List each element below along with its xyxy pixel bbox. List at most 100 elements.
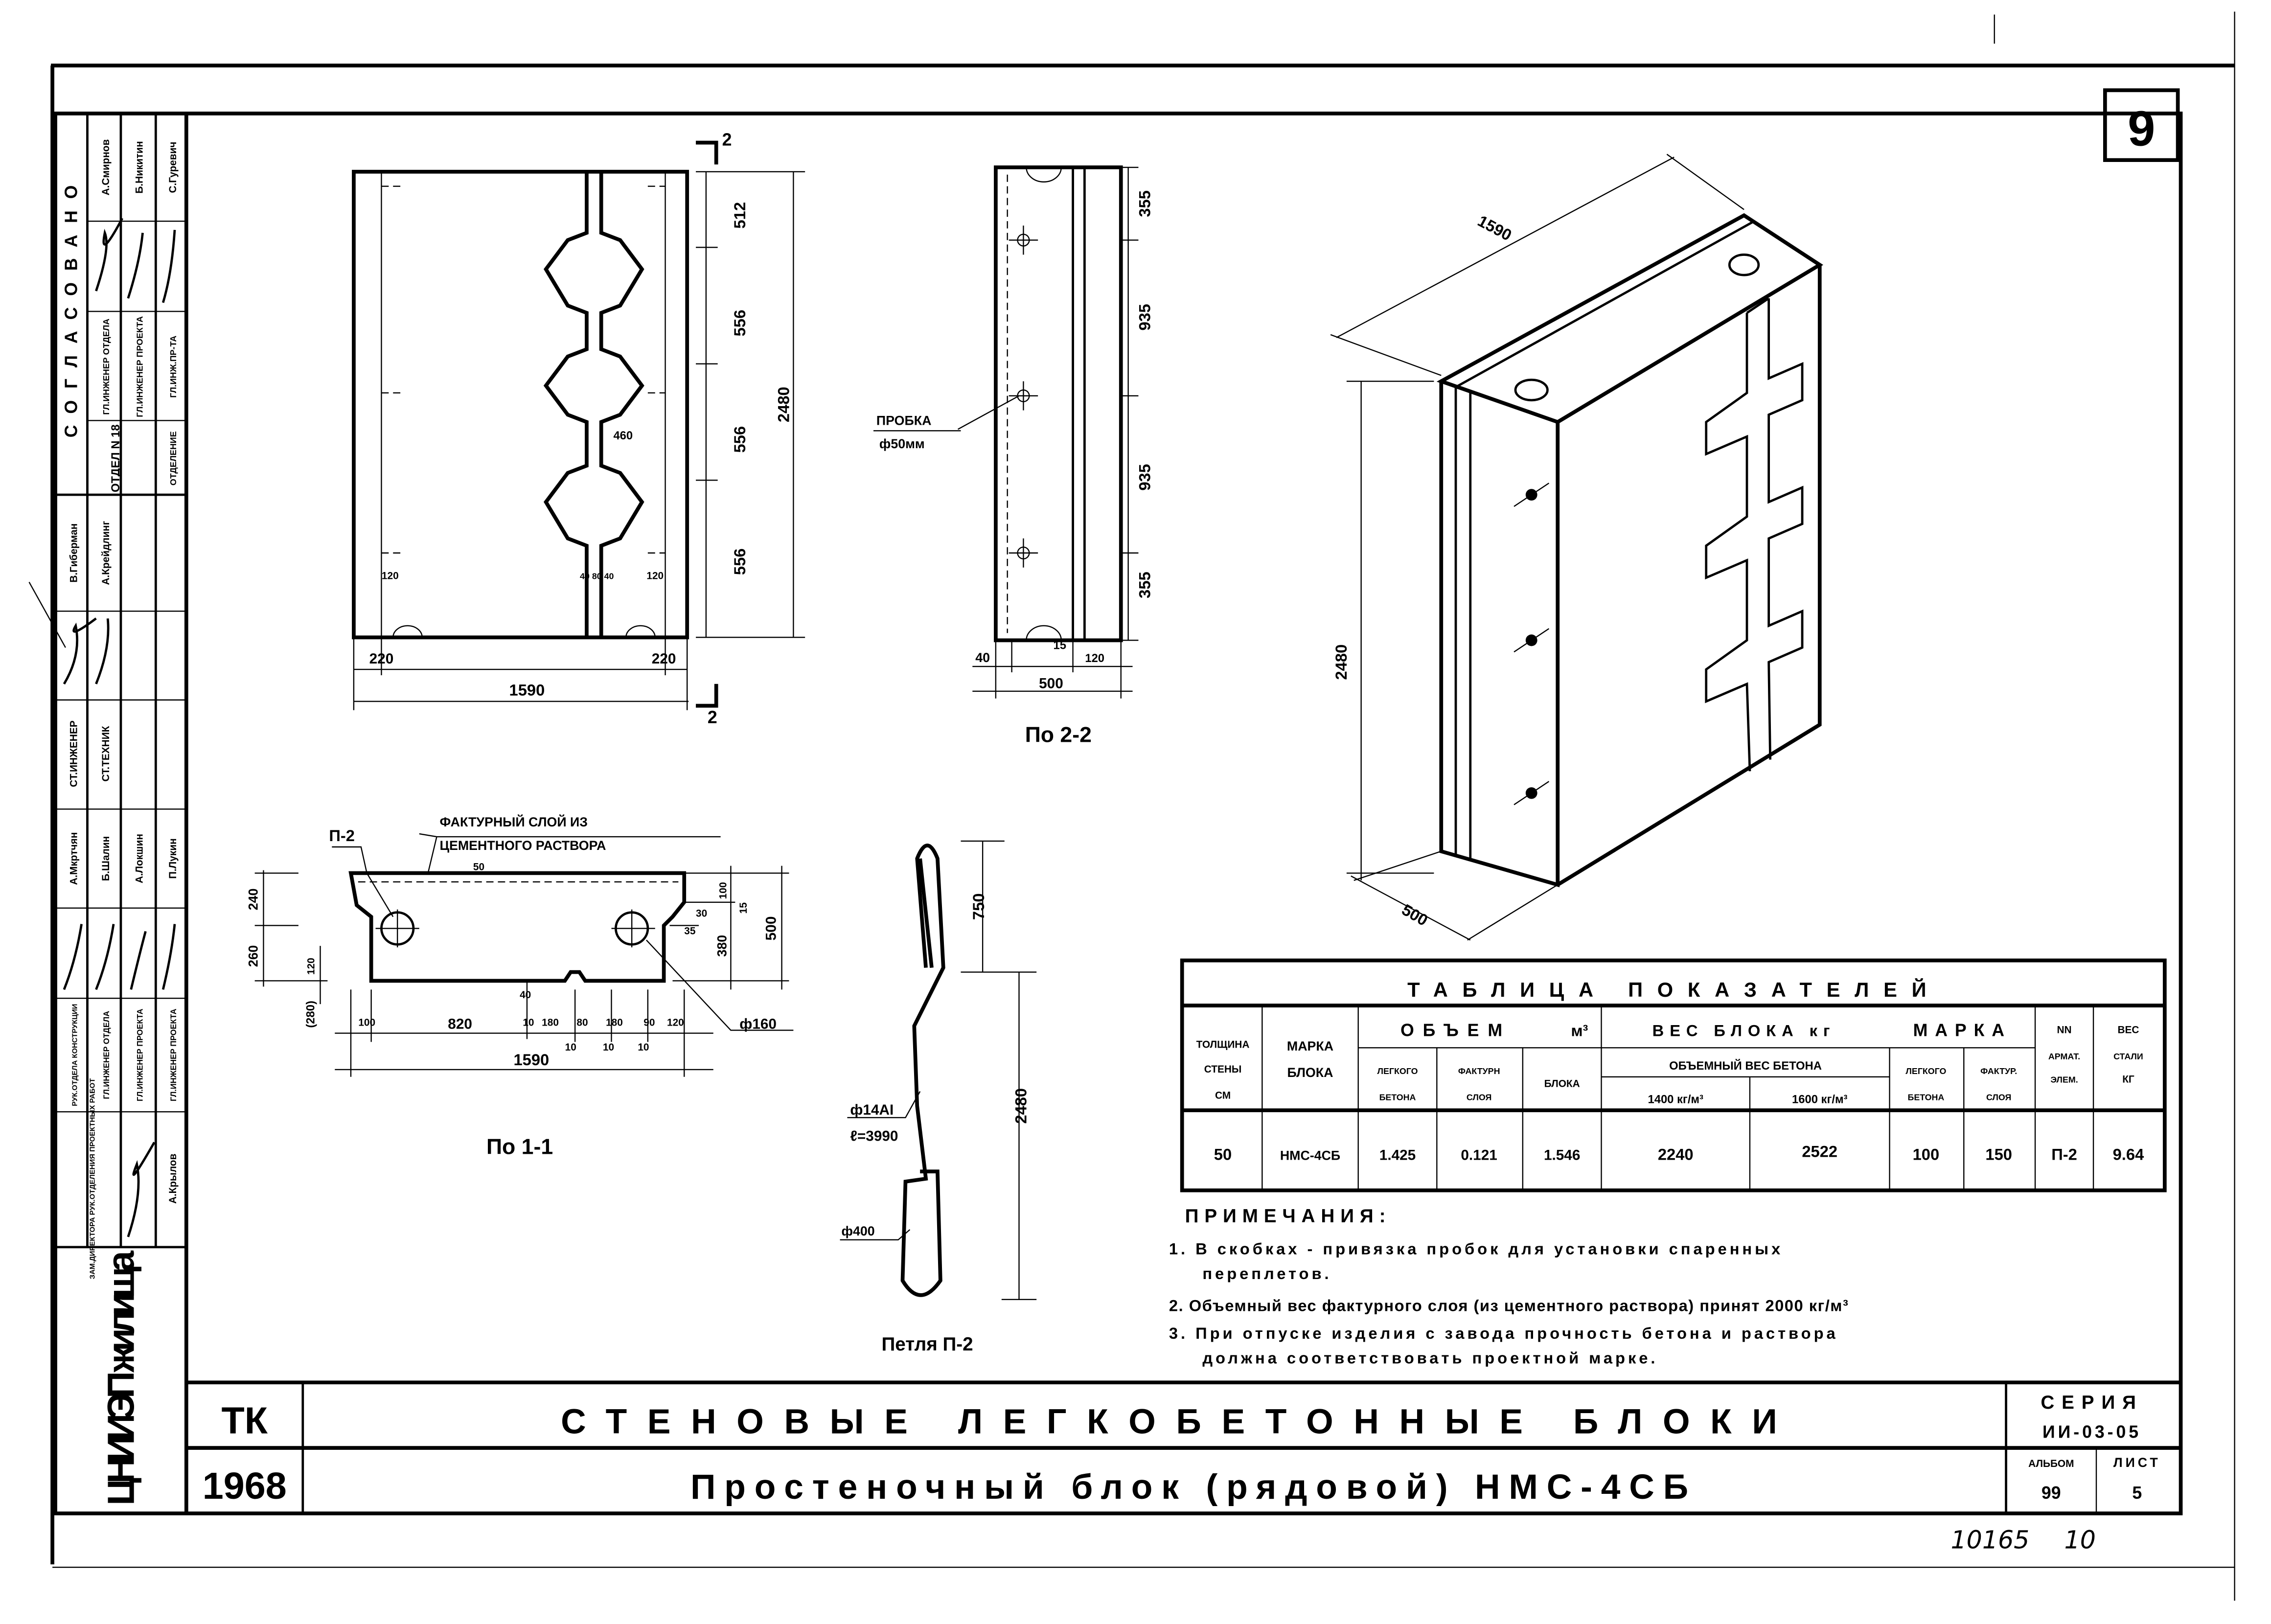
approved-heading: СОГЛАСОВАНО [62, 174, 81, 438]
sheet-number: 9 [2128, 101, 2155, 156]
bar-label: ф14AI [850, 1102, 894, 1118]
dim-label: 120 [667, 1017, 684, 1029]
note-item: 1. В скобках - привязка пробок для устан… [1169, 1240, 1783, 1258]
checker-title: ГЛ.ИНЖЕНЕР ПРОЕКТА [136, 1008, 145, 1101]
dim-label: 240 [246, 889, 261, 911]
author-name: А.Крейдлинг [100, 521, 112, 585]
dim-label: 180 [542, 1017, 559, 1029]
dim-label: 120 [1085, 652, 1104, 665]
layer-note: ЦЕМЕНТНОГО РАСТВОРА [439, 838, 606, 853]
col-header: БЛОКА [1287, 1065, 1333, 1080]
department-2: ОТДЕЛЕНИЕ [168, 431, 178, 485]
director-name: А.Крылов [167, 1154, 179, 1204]
col-header: ВЕС [2117, 1025, 2139, 1036]
approval-title: ГЛ.ИНЖ.ПР-ТА [168, 336, 178, 398]
col-header: ОБЪЕМ [1400, 1021, 1511, 1040]
author-title: СТ.ИНЖЕНЕР [69, 720, 80, 787]
department: ОТДЕЛ N 18 [109, 424, 122, 492]
col-header: МАРКА [1913, 1021, 2012, 1040]
note-item: должна соответствовать проектной марке. [1202, 1349, 1658, 1367]
album-value: 99 [2042, 1483, 2061, 1503]
series-label: СЕРИЯ [2041, 1392, 2143, 1413]
note-item: 3. При отпуске изделия с завода прочност… [1169, 1324, 1838, 1342]
approval-title: ГЛ.ИНЖЕНЕР ОТДЕЛА [101, 319, 111, 415]
doc-subtitle: Простеночный блок (рядовой) НМС-4СБ [690, 1467, 1697, 1507]
dim-label: 10 [638, 1042, 649, 1053]
dim-label: 935 [1135, 304, 1153, 331]
col-header: ЛЕГКОГО [1377, 1066, 1418, 1076]
dim-label: 820 [448, 1016, 472, 1032]
loop-p2: 750 2480 ф14AI ℓ=3990 ф400 Петля П-2 [840, 840, 1037, 1355]
col-header: СЛОЯ [1467, 1092, 1491, 1102]
institute-logo: ЦНИИЭП жилища [100, 1250, 142, 1505]
table-cell: П-2 [2051, 1145, 2077, 1163]
table-cell: 0.121 [1461, 1147, 1497, 1163]
col-header: СТАЛИ [2113, 1052, 2143, 1061]
dim-label: 260 [246, 945, 261, 967]
approval-name: А.Смирнов [100, 139, 112, 196]
checker-title: РУК.ОТДЕЛА КОНСТРУКЦИИ [71, 1004, 79, 1106]
dim-label: 2480 [1332, 644, 1350, 680]
archive-number: 10165 [1951, 1525, 2030, 1554]
director-title: ЗАМ.ДИРЕКТОРА РУК.ОТДЕЛЕНИЯ ПРОЕКТНЫХ РА… [89, 1078, 96, 1280]
note-item: переплетов. [1202, 1264, 1331, 1282]
dim-label: 10 [565, 1042, 576, 1053]
dim-label: 512 [731, 202, 749, 229]
signature-stroke [28, 582, 66, 648]
col-header: АРМАТ. [2048, 1052, 2080, 1061]
col-header: 1600 кг/м³ [1792, 1093, 1848, 1106]
checker-name: П.Лукин [167, 838, 179, 879]
author-title: СТ.ТЕХНИК [100, 726, 112, 781]
table-title: ТАБЛИЦА ПОКАЗАТЕЛЕЙ [1407, 978, 1941, 1001]
dim-label: 1590 [509, 681, 545, 699]
approval-title: ГЛ.ИНЖЕНЕР ПРОЕКТА [135, 316, 145, 417]
dim-label: 40 80 40 [580, 572, 614, 581]
dim-label: 380 [715, 935, 730, 957]
col-header: 1400 кг/м³ [1648, 1093, 1703, 1106]
title-block: ТК 1968 СТЕНОВЫЕ ЛЕГКОБЕТОННЫЕ БЛОКИ Про… [186, 1380, 2179, 1513]
sheet-number-box: 9 [2103, 88, 2180, 162]
plug-label: ПРОБКА [876, 413, 931, 428]
sheet-frame [50, 11, 2235, 1601]
table-row: 50 НМС-4СБ 1.425 0.121 1.546 2240 2522 1… [1214, 1142, 2144, 1163]
col-header: ОБЪЕМНЫЙ ВЕС БЕТОНА [1669, 1059, 1822, 1073]
checker-title: ГЛ.ИНЖЕНЕР ОТДЕЛА [102, 1011, 111, 1099]
series-value: ИИ-03-05 [2042, 1422, 2141, 1441]
dim-label: 40 [975, 650, 990, 665]
checker-name: Б.Шалин [100, 836, 112, 881]
dim-label: (280) [304, 1001, 318, 1028]
dim-label: 1590 [513, 1051, 549, 1069]
table-cell: 2522 [1802, 1142, 1837, 1160]
album-label: АЛЬБОМ [2028, 1458, 2074, 1469]
col-header: ТОЛЩИНА [1196, 1039, 1250, 1050]
cut-mark: 2 [722, 130, 732, 149]
cut-mark: 2 [708, 708, 717, 727]
dim-label: 556 [731, 549, 749, 575]
doc-year: 1968 [203, 1465, 287, 1507]
dim-label: 10 [603, 1042, 614, 1053]
notes: ПРИМЕЧАНИЯ: 1. В скобках - привязка проб… [1169, 1206, 1849, 1367]
isometric-view: 1590 2480 500 [1330, 154, 1824, 941]
col-header: ЭЛЕМ. [2050, 1075, 2078, 1085]
iso-groove [1705, 297, 1804, 772]
col-header: СЛОЯ [1986, 1092, 2011, 1102]
bar-length: ℓ=3990 [850, 1128, 898, 1144]
notes-heading: ПРИМЕЧАНИЯ: [1185, 1206, 1392, 1227]
col-header: КГ [2122, 1074, 2134, 1085]
dim-label: 935 [1135, 464, 1153, 491]
plug-crosshair [1009, 225, 1038, 568]
dim-label: 500 [1039, 676, 1063, 692]
table-cell: 9.64 [2113, 1145, 2144, 1163]
layer-note: ФАКТУРНЫЙ СЛОЙ ИЗ [439, 814, 588, 829]
dim-label: 100 [358, 1017, 375, 1029]
dim-label: 750 [969, 893, 987, 920]
front-elevation: 512 556 556 556 2480 220 220 1590 460 12… [352, 130, 805, 727]
section-1-1: П-2 ФАКТУРНЫЙ СЛОЙ ИЗ ЦЕМЕНТНОГО РАСТВОР… [246, 814, 794, 1159]
table-cell: 50 [1214, 1145, 1232, 1163]
checker-name: А.Локшин [134, 834, 145, 883]
signature [127, 1142, 156, 1237]
note-item: 2. Объемный вес фактурного слоя (из цеме… [1169, 1297, 1849, 1315]
table-cell: 1.546 [1544, 1147, 1580, 1163]
table-cell: 100 [1913, 1145, 1940, 1163]
